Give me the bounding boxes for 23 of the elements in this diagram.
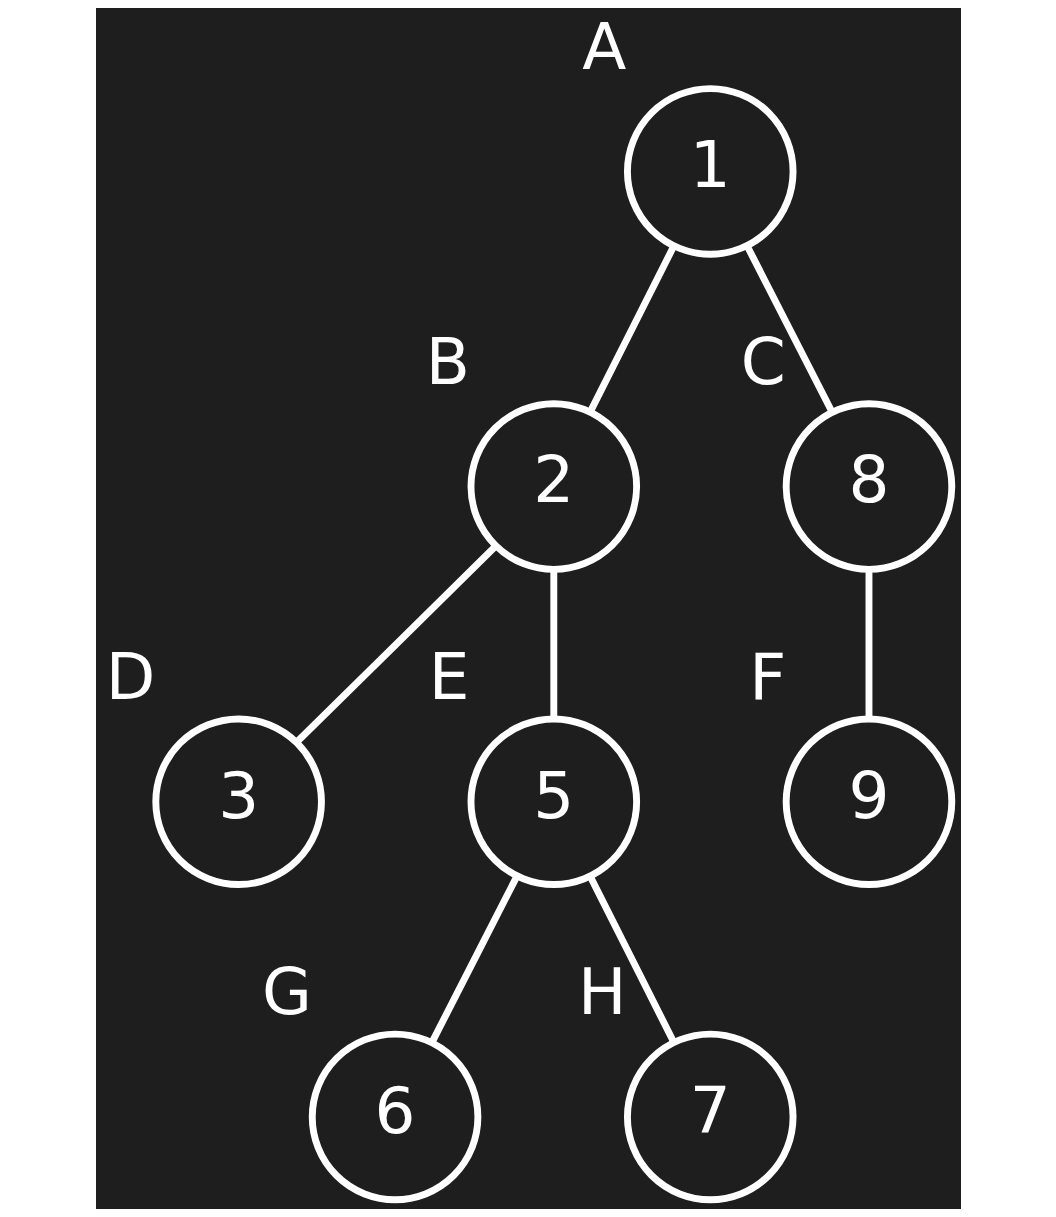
connector [549,569,557,718]
connector [865,569,872,718]
node-circle: 7 [623,1030,796,1204]
connector [428,874,520,1044]
node-label: F [748,639,786,715]
connector [743,244,835,414]
node-circle: 5 [467,715,640,888]
node-label: B [425,323,470,399]
node-circle: 2 [467,400,640,573]
node-label: C [740,323,786,399]
connector [586,244,677,414]
connector [586,875,677,1044]
node-circle: 6 [308,1030,481,1204]
node-circle: 1 [623,85,796,258]
node-label: H [577,954,626,1030]
node-circle: 3 [151,715,325,888]
node-label: D [105,639,155,715]
node-label: G [261,954,312,1030]
node-label: E [428,639,469,715]
node-circle: 8 [782,400,955,573]
node-circle: 9 [782,715,955,888]
connector [293,544,498,745]
node-label: A [581,8,626,84]
